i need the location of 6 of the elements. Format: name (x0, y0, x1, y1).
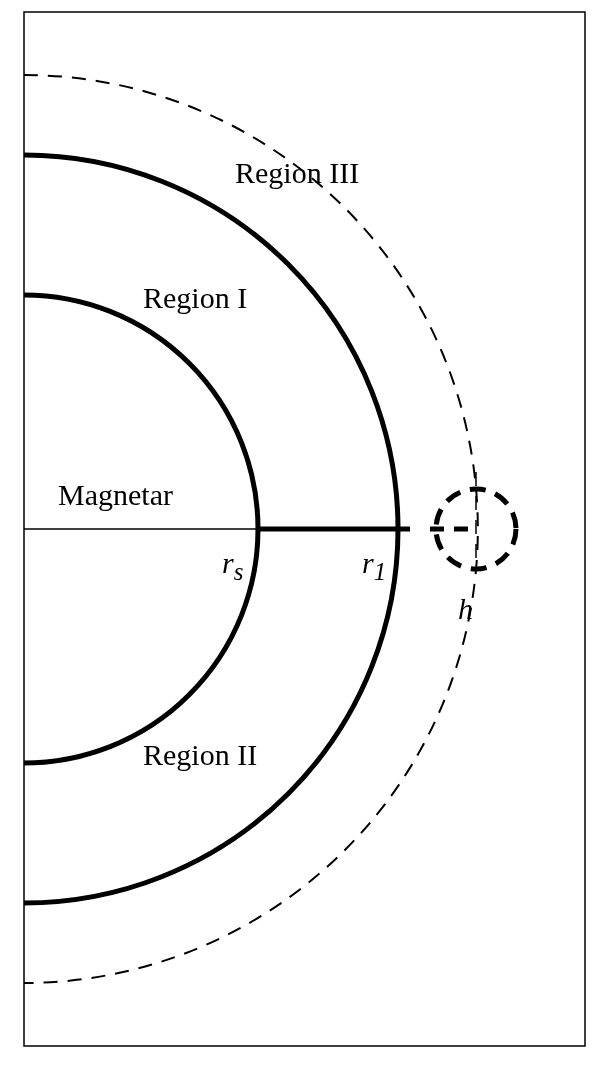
radius-label: r$_{1}$ (362, 548, 387, 584)
region-label: Region I (143, 283, 248, 313)
region-label: Region II (143, 740, 258, 770)
radius-label: r$_{s}$ (222, 548, 244, 584)
body-label: Magnetar (58, 480, 173, 510)
region-label: Region III (235, 158, 360, 188)
